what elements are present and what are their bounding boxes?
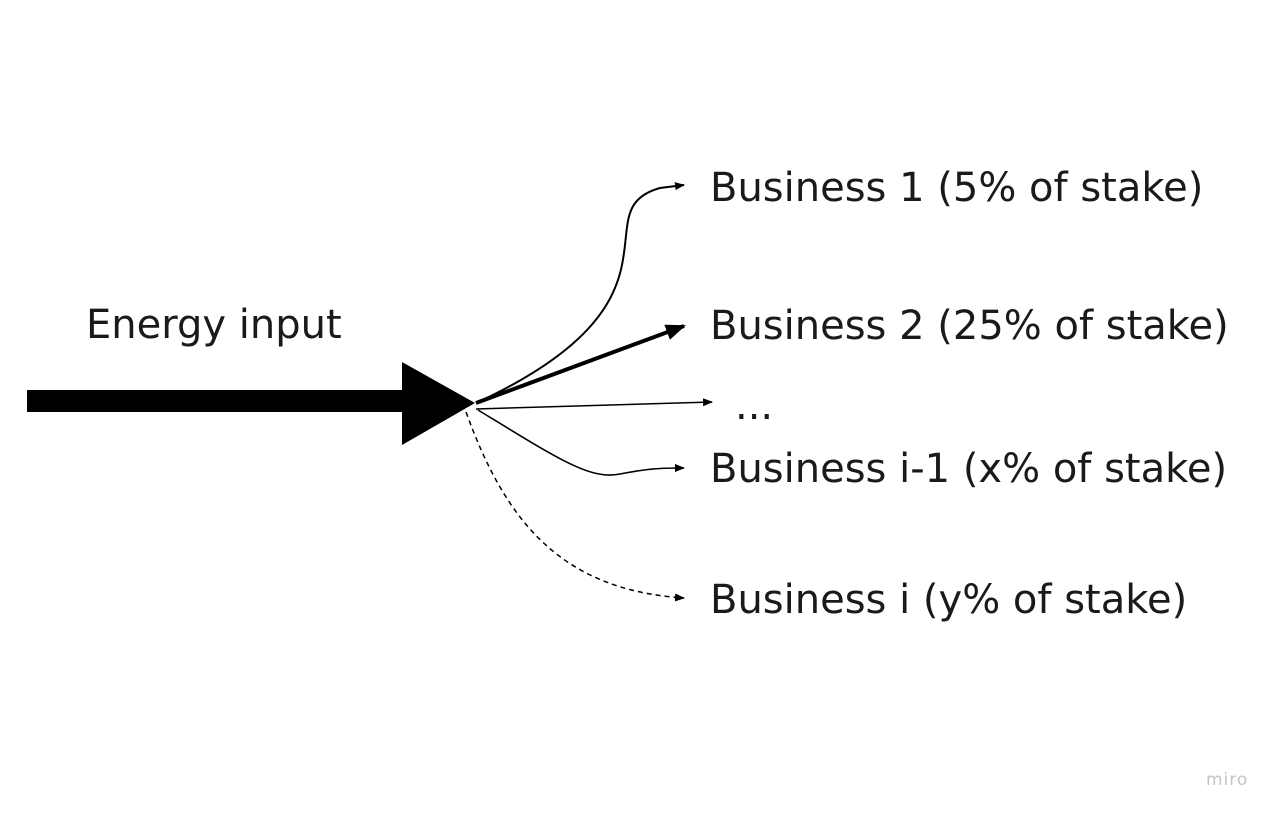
energy-input-arrow-head — [402, 362, 475, 445]
business-1-label: Business 1 (5% of stake) — [710, 165, 1204, 211]
energy-input-arrow-shaft — [27, 390, 407, 412]
arrow-to-business-1 — [475, 182, 685, 404]
business-i-minus-1-label: Business i-1 (x% of stake) — [710, 446, 1228, 492]
arrow-to-business-2 — [475, 324, 686, 405]
arrow-to-ellipsis — [475, 398, 713, 410]
arrow-to-business-i-minus-1 — [477, 409, 685, 476]
ellipsis-label: ... — [735, 383, 774, 429]
energy-input-label: Energy input — [86, 302, 342, 348]
arrow-to-business-i — [465, 411, 685, 602]
business-i-label: Business i (y% of stake) — [710, 577, 1188, 623]
miro-watermark: miro — [1206, 770, 1249, 790]
business-2-label: Business 2 (25% of stake) — [710, 303, 1229, 349]
